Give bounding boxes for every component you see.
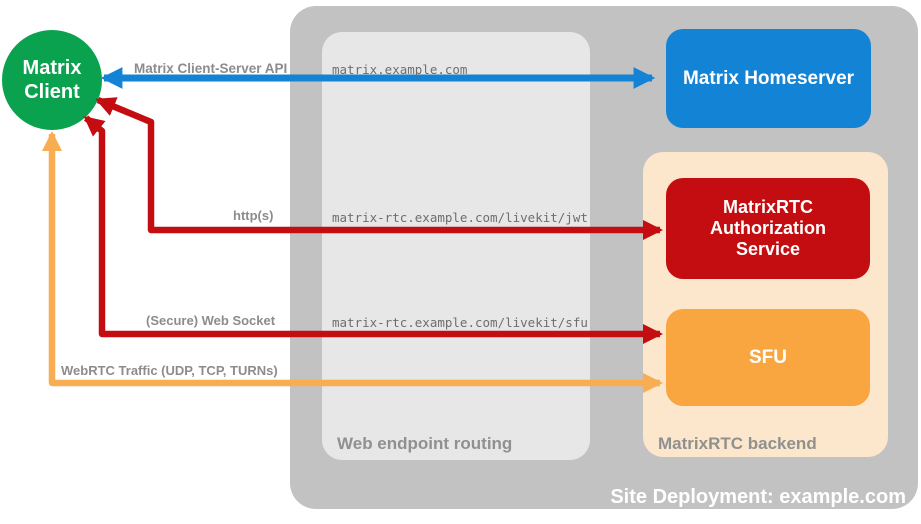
endpoint-livekit-jwt-url: matrix-rtc.example.com/livekit/jwt xyxy=(332,210,588,225)
sfu-label: SFU xyxy=(749,346,787,368)
matrix-homeserver-label: Matrix Homeserver xyxy=(682,67,855,89)
websocket-label: (Secure) Web Socket xyxy=(146,313,276,328)
web-endpoint-routing-caption: Web endpoint routing xyxy=(337,434,513,453)
matrix-client-node: Matrix Client xyxy=(2,30,102,130)
https-label: http(s) xyxy=(233,208,274,223)
matrix-client-label: Matrix Client xyxy=(22,57,82,103)
endpoint-matrix-url: matrix.example.com xyxy=(332,62,468,77)
matrixrtc-backend-caption: MatrixRTC backend xyxy=(658,434,817,453)
endpoint-livekit-sfu-url: matrix-rtc.example.com/livekit/sfu xyxy=(332,315,588,330)
client-server-api-label: Matrix Client-Server API xyxy=(134,61,288,76)
site-deployment-caption: Site Deployment: example.com xyxy=(610,486,906,508)
matrix-homeserver-node: Matrix Homeserver xyxy=(666,29,871,128)
web-endpoint-routing-box xyxy=(322,32,590,460)
sfu-node: SFU xyxy=(666,309,870,406)
matrixrtc-authorization-service-node: MatrixRTC Authorization Service xyxy=(666,178,870,279)
matrixrtc-authorization-service-label: MatrixRTC Authorization Service xyxy=(710,197,826,259)
webrtc-traffic-label: WebRTC Traffic (UDP, TCP, TURNs) xyxy=(61,363,278,378)
